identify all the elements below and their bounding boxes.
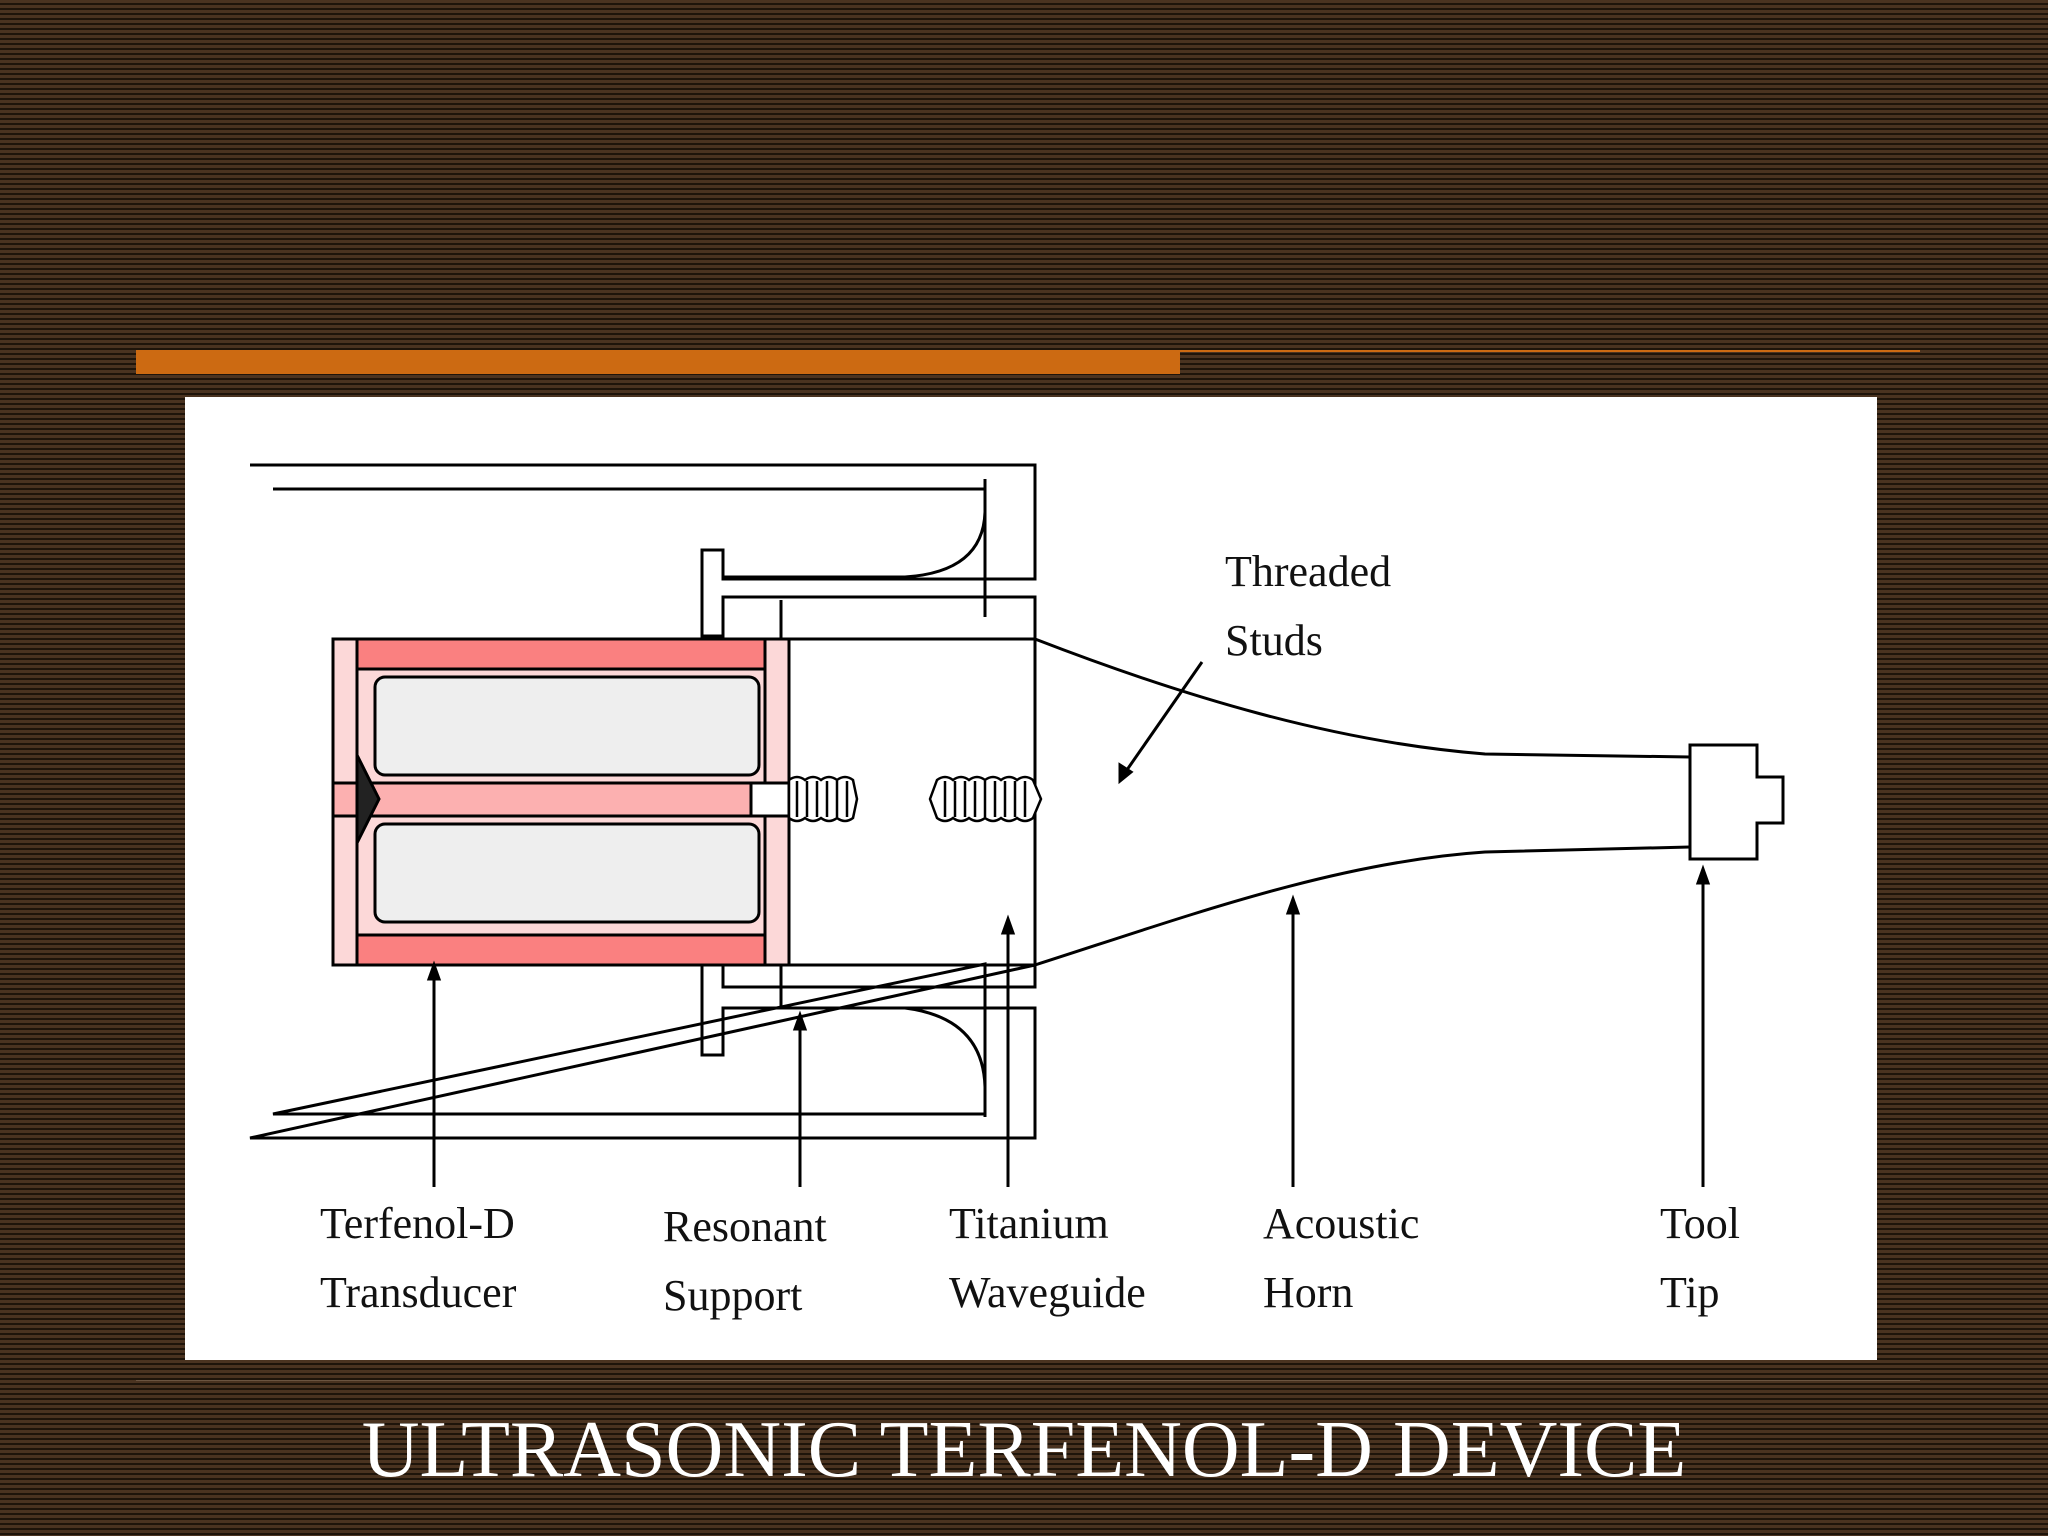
- diagram-svg: [249, 463, 1785, 1187]
- callout-transducer-line2: Transducer: [320, 1268, 517, 1317]
- callout-horn-line2: Horn: [1263, 1268, 1354, 1317]
- callout-support: Resonant Support: [663, 1192, 827, 1330]
- title-accent-line: [1180, 350, 1920, 352]
- coil-bottom: [373, 822, 761, 924]
- title-accent-bar: [136, 350, 1180, 374]
- rod-cone-left: [355, 754, 381, 844]
- coil-top: [373, 675, 761, 777]
- magnet-top: [355, 637, 767, 671]
- callout-transducer-line1: Terfenol-D: [320, 1199, 515, 1248]
- arrow-horn: [1285, 894, 1301, 915]
- threaded-stud-right: [928, 775, 1043, 823]
- callout-waveguide-line1: Titanium: [949, 1199, 1109, 1248]
- callout-threaded-studs: Threaded Studs: [1225, 537, 1391, 675]
- callout-support-line1: Resonant: [663, 1202, 827, 1251]
- arrow-threaded-studs: [1118, 762, 1134, 785]
- callout-tool-tip-line2: Tip: [1660, 1268, 1720, 1317]
- flange-top-curve: [723, 479, 987, 579]
- callout-tool-tip: Tool Tip: [1660, 1189, 1740, 1327]
- arrow-tool-tip: [1695, 864, 1711, 885]
- callout-horn-line1: Acoustic: [1263, 1199, 1420, 1248]
- terfenol-rod: [331, 781, 791, 818]
- housing-outer: [249, 463, 1037, 1140]
- transducer-assembly: [331, 637, 791, 967]
- rod-end-right: [749, 781, 791, 818]
- slide-title: ULTRASONIC TERFENOL-D DEVICE: [361, 1406, 1687, 1494]
- callout-waveguide: Titanium Waveguide: [949, 1189, 1146, 1327]
- tool-tip-shape: [1688, 743, 1785, 861]
- threaded-stud-left: [787, 775, 859, 823]
- callout-waveguide-line2: Waveguide: [949, 1268, 1146, 1317]
- callout-horn: Acoustic Horn: [1263, 1189, 1419, 1327]
- callout-threaded-studs-line2: Studs: [1225, 616, 1323, 665]
- callout-tool-tip-line1: Tool: [1660, 1199, 1741, 1248]
- callout-threaded-studs-line1: Threaded: [1225, 547, 1392, 596]
- callout-support-line2: Support: [663, 1271, 803, 1320]
- diagram-panel: Threaded Studs Terfenol-D Transducer Res…: [185, 397, 1877, 1360]
- callout-transducer: Terfenol-D Transducer: [320, 1189, 516, 1327]
- horn-profile-bottom: [1034, 845, 1691, 967]
- arrow-transducer: [426, 960, 442, 981]
- footer-divider: [136, 1380, 1920, 1381]
- leader-threaded-studs: [1120, 661, 1204, 778]
- arrow-support: [792, 1010, 808, 1031]
- flange-bottom-curve: [723, 1006, 987, 1117]
- arrow-waveguide: [1000, 914, 1016, 935]
- horn-profile-top: [1034, 637, 1691, 759]
- magnet-bottom: [355, 933, 767, 967]
